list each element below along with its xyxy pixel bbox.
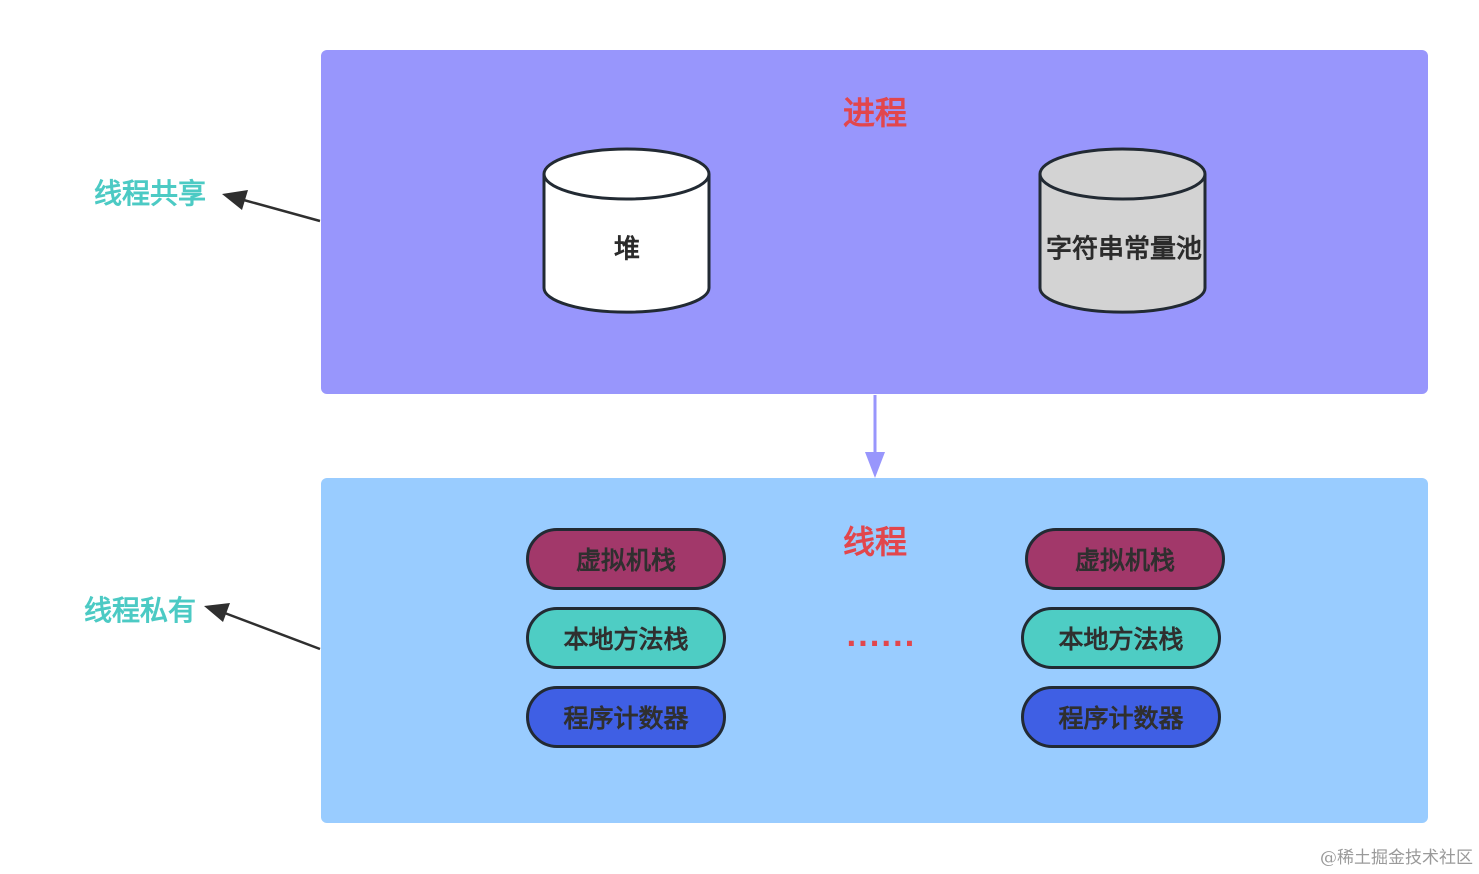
right-native-method-stack: 本地方法栈 (1021, 607, 1221, 669)
private-arrow (204, 603, 321, 651)
shared-arrow (222, 190, 321, 223)
watermark: @稀土掘金技术社区 (1320, 848, 1473, 868)
thread-panel (321, 478, 1428, 823)
string-pool-cylinder (1038, 147, 1207, 314)
left-program-counter: 程序计数器 (526, 686, 726, 748)
more-threads-ellipsis: ...... (846, 620, 916, 653)
right-program-counter: 程序计数器 (1021, 686, 1221, 748)
thread-private-label: 线程私有 (84, 594, 197, 627)
left-vm-stack: 虚拟机栈 (526, 528, 726, 590)
process-panel (321, 50, 1428, 394)
thread-shared-label: 线程共享 (94, 177, 207, 210)
heap-cylinder (542, 147, 711, 314)
right-vm-stack: 虚拟机栈 (1025, 528, 1225, 590)
string-pool-label: 字符串常量池 (1045, 234, 1203, 265)
left-native-method-stack: 本地方法栈 (526, 607, 726, 669)
heap-label: 堆 (613, 234, 641, 265)
process-to-thread-arrow (865, 395, 885, 478)
thread-title: 线程 (842, 523, 908, 561)
process-title: 进程 (842, 94, 908, 132)
